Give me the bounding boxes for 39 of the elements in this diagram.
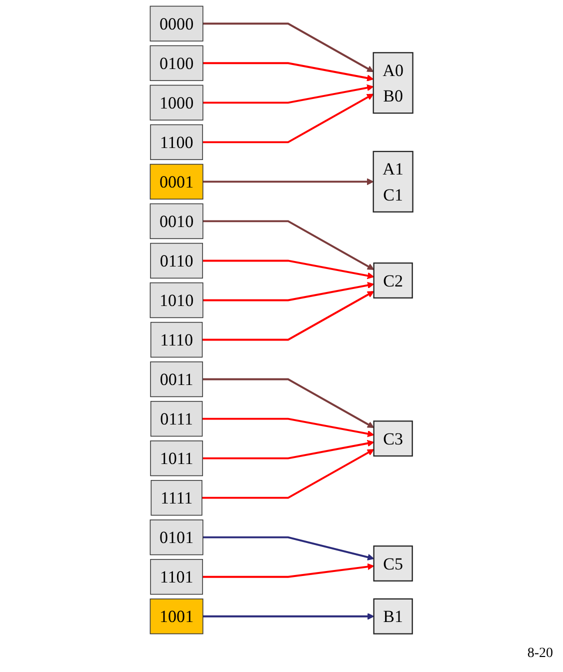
arrow: [202, 84, 374, 104]
arrow: [202, 378, 374, 428]
arrow: [202, 260, 374, 280]
node-box: 0001: [150, 164, 204, 200]
node-box: A1 C1: [372, 150, 414, 212]
page-number: 8-20: [527, 646, 553, 662]
node-box: 1011: [150, 440, 203, 476]
node-box: 1010: [150, 282, 204, 318]
node-box: 0111: [150, 400, 203, 437]
node-box: 0010: [150, 203, 204, 240]
arrow: [202, 22, 374, 72]
node-box: 1000: [150, 84, 204, 120]
arrow: [202, 62, 374, 82]
node-box: 1110: [150, 322, 203, 358]
node-box: B1: [373, 598, 413, 634]
arrow: [202, 612, 374, 620]
arrow: [202, 563, 374, 578]
arrow: [202, 418, 374, 438]
arrow: [202, 291, 374, 341]
node-box: 1100: [150, 124, 203, 160]
arrow: [202, 282, 374, 302]
node-box: A0 B0: [372, 52, 414, 114]
node-box: 0000: [150, 6, 204, 42]
node-box: 0110: [150, 242, 203, 279]
arrow: [202, 440, 374, 460]
arrow: [202, 178, 374, 186]
node-box: 1101: [150, 559, 203, 595]
node-box: 1111: [150, 480, 202, 516]
arrow: [202, 536, 374, 560]
arrow: [202, 449, 374, 499]
arrow: [202, 220, 374, 270]
node-box: C5: [373, 545, 413, 582]
node-box: C2: [373, 262, 413, 298]
node-box: C3: [373, 420, 413, 457]
arrow: [202, 94, 374, 144]
node-box: 1001: [150, 598, 204, 634]
node-box: 0011: [150, 361, 203, 398]
node-box: 0100: [150, 45, 204, 81]
node-box: 0101: [150, 520, 204, 556]
